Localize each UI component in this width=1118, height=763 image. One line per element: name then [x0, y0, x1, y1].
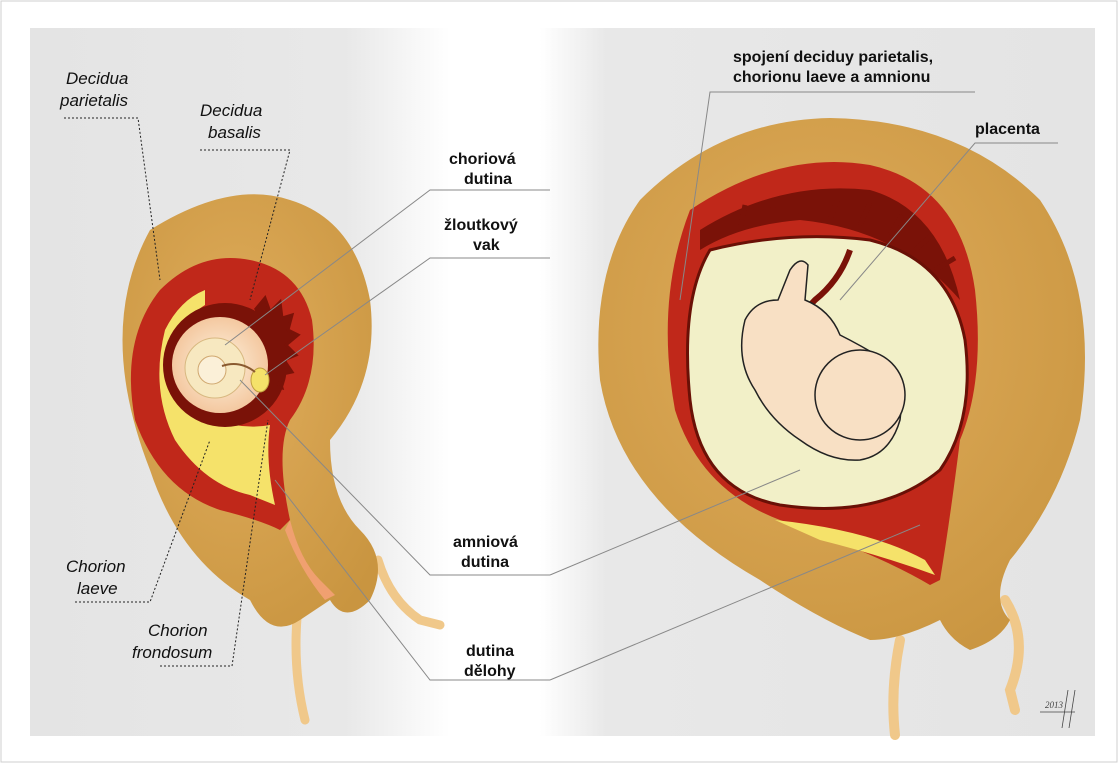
label-amniova-2: dutina: [461, 554, 509, 571]
label-placenta: placenta: [975, 121, 1040, 138]
label-decidua-basalis-1: Decidua: [200, 101, 262, 120]
signature-year: 2013: [1045, 700, 1064, 710]
label-choriova-2: dutina: [464, 171, 512, 188]
label-zloutkovy-1: žloutkový: [444, 217, 518, 234]
label-chorion-laeve-2: laeve: [77, 579, 118, 598]
label-deloha-1: dutina: [466, 643, 514, 660]
label-deloha-2: dělohy: [464, 663, 516, 680]
label-decidua-parietalis-2: parietalis: [59, 91, 129, 110]
label-amniova-1: amniová: [453, 534, 518, 551]
label-decidua-basalis-2: basalis: [208, 123, 261, 142]
label-chorion-laeve-1: Chorion: [66, 557, 126, 576]
label-zloutkovy-2: vak: [473, 237, 500, 254]
label-spojeni-2: chorionu laeve a amnionu: [733, 69, 930, 86]
label-choriova-1: choriová: [449, 151, 516, 168]
label-spojeni-1: spojení deciduy parietalis,: [733, 49, 933, 66]
label-decidua-parietalis-1: Decidua: [66, 69, 128, 88]
label-chorion-frondosum-2: frondosum: [132, 643, 212, 662]
label-chorion-frondosum-1: Chorion: [148, 621, 208, 640]
